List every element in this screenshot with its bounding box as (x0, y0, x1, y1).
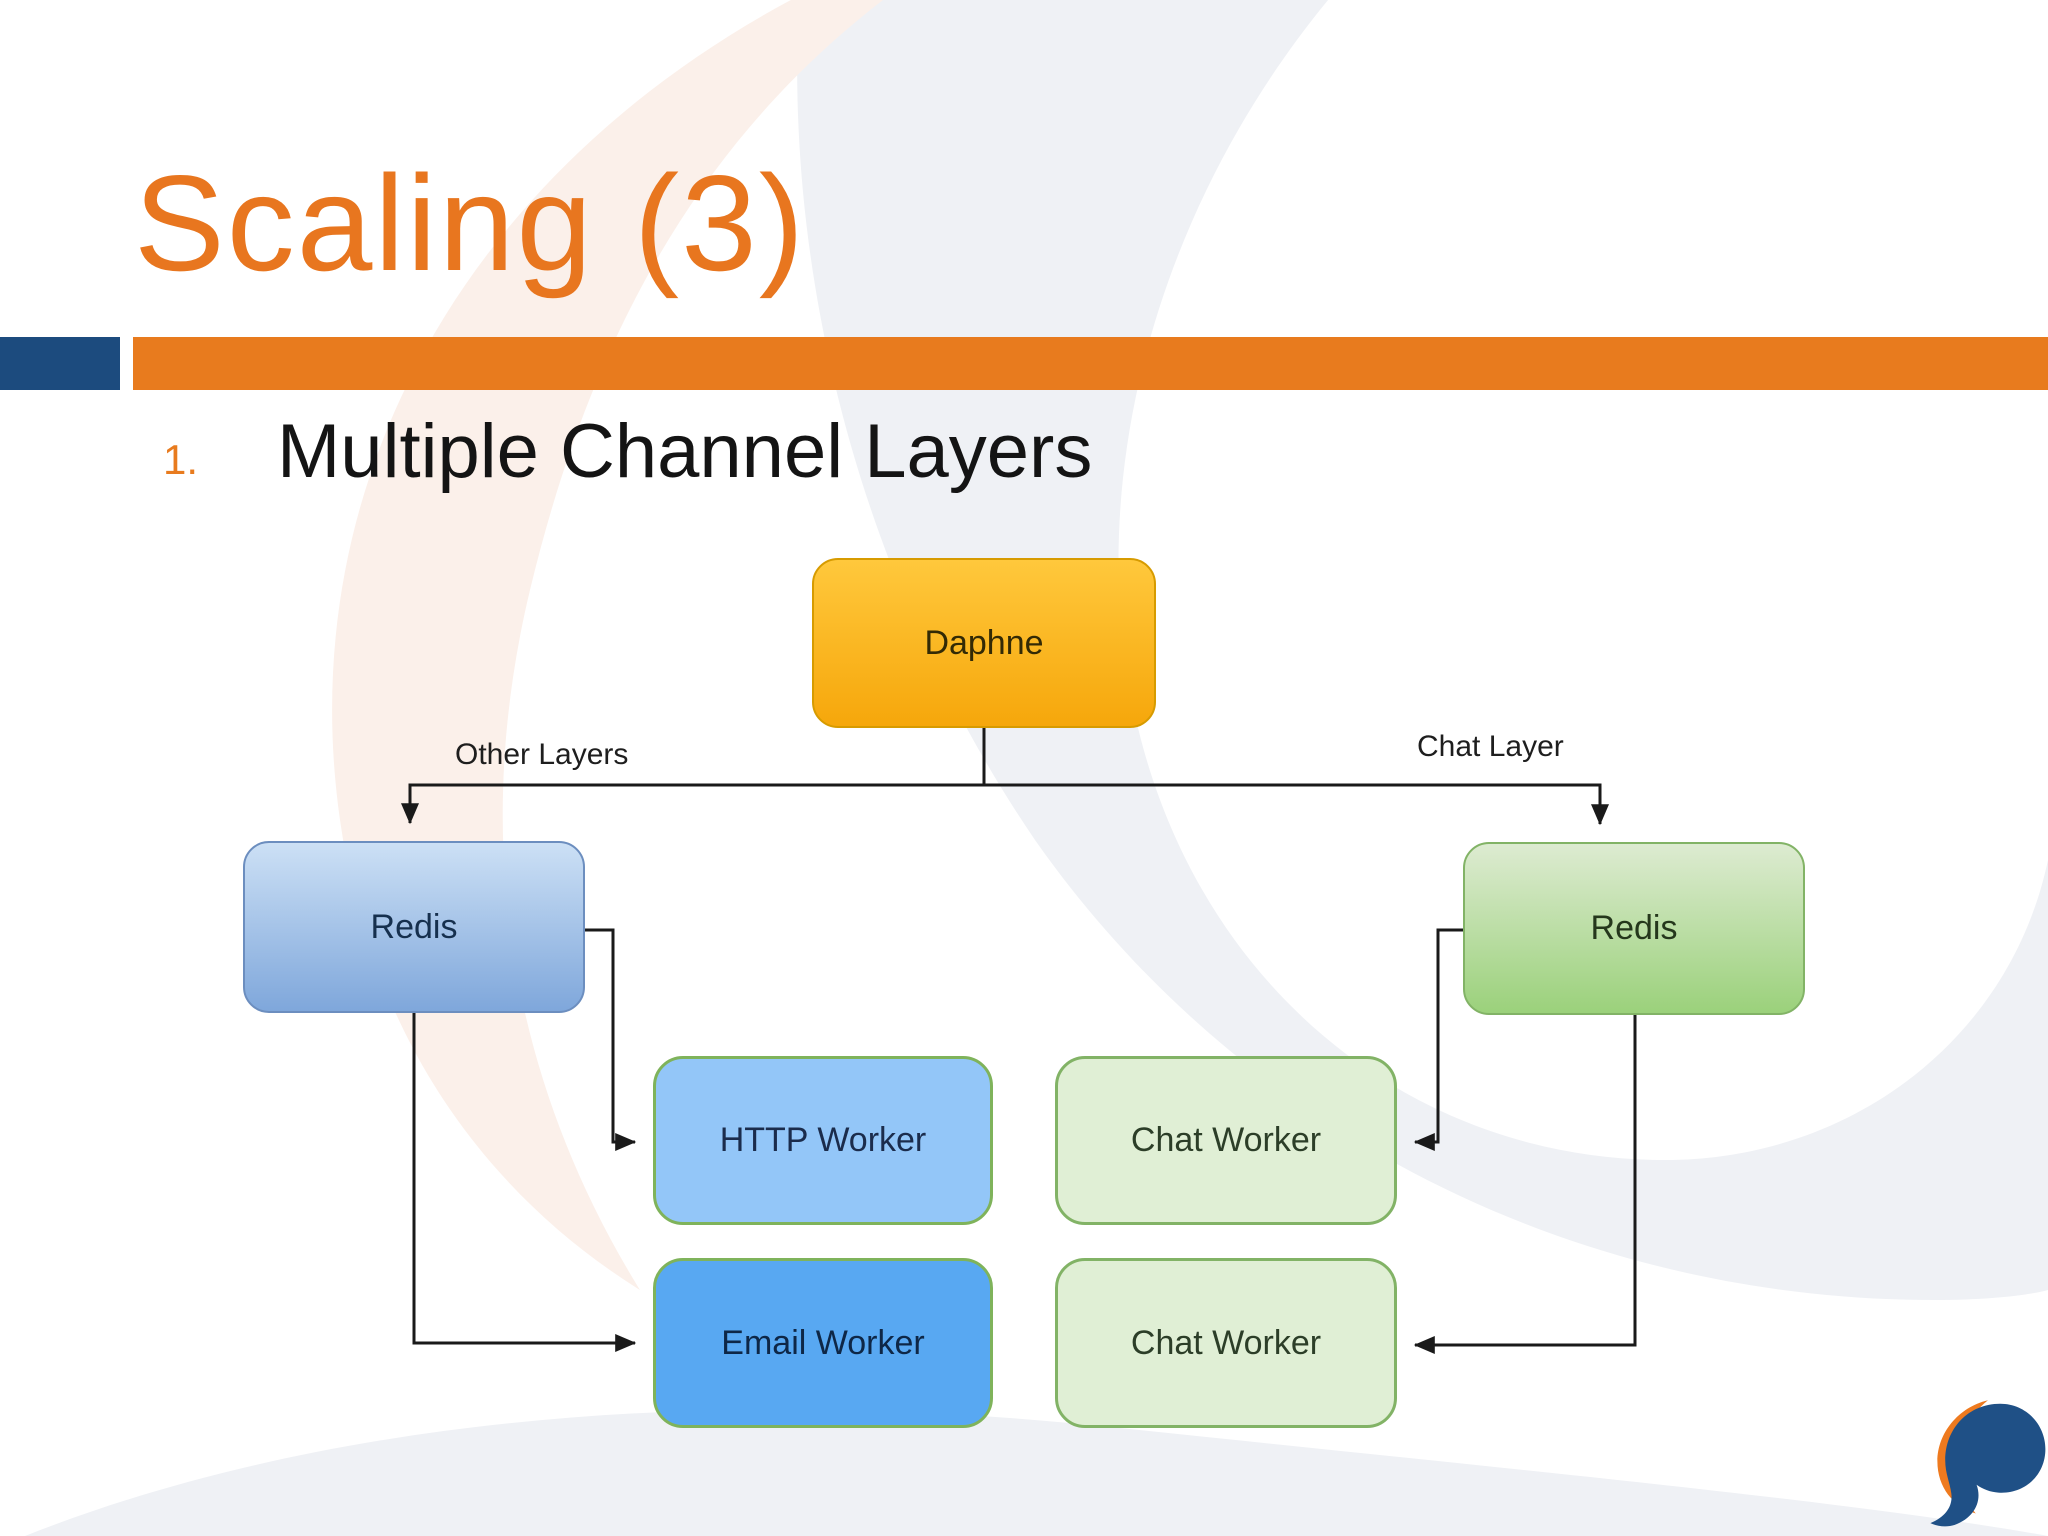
accent-block-blue (0, 337, 120, 390)
node-daphne-label: Daphne (924, 623, 1044, 662)
background-gray-tail (25, 1409, 2048, 1536)
accent-bar-orange (133, 337, 2048, 390)
edge-daphne-to-redis-right (984, 783, 1609, 826)
edge-label-other-layers: Other Layers (455, 738, 629, 771)
node-chat-worker-1: Chat Worker (1055, 1056, 1397, 1225)
node-http-worker-label: HTTP Worker (719, 1121, 927, 1159)
background-gray-swoosh (797, 0, 2048, 1300)
slide-title: Scaling (3) (134, 147, 807, 299)
node-email-worker: Email Worker (653, 1258, 993, 1428)
edge-label-chat-layer: Chat Layer (1417, 730, 1564, 763)
edge-redis-left-to-http-worker (585, 928, 637, 1151)
edge-redis-left-to-email-worker (412, 1013, 637, 1352)
node-chat-worker-2: Chat Worker (1055, 1258, 1397, 1428)
logo-blue-comma (1930, 1403, 2046, 1527)
node-chat-worker-2-label: Chat Worker (1130, 1323, 1322, 1362)
node-redis-left: Redis (243, 841, 585, 1013)
node-chat-worker-1-label: Chat Worker (1130, 1121, 1322, 1159)
list-item-text: Multiple Channel Layers (277, 409, 1093, 494)
node-redis-right-label: Redis (1590, 909, 1678, 947)
edge-redis-right-to-chat-worker-2 (1413, 1015, 1637, 1354)
node-redis-right: Redis (1463, 842, 1805, 1015)
node-http-worker: HTTP Worker (653, 1056, 993, 1225)
node-email-worker-label: Email Worker (721, 1323, 925, 1362)
swoosh-s-logo-icon (1930, 1400, 2046, 1527)
node-redis-left-label: Redis (370, 907, 458, 946)
edge-daphne-to-redis-left (401, 783, 984, 825)
node-daphne: Daphne (812, 558, 1156, 728)
edge-redis-right-to-chat-worker-1 (1413, 928, 1463, 1151)
list-item-number: 1. (163, 436, 199, 483)
